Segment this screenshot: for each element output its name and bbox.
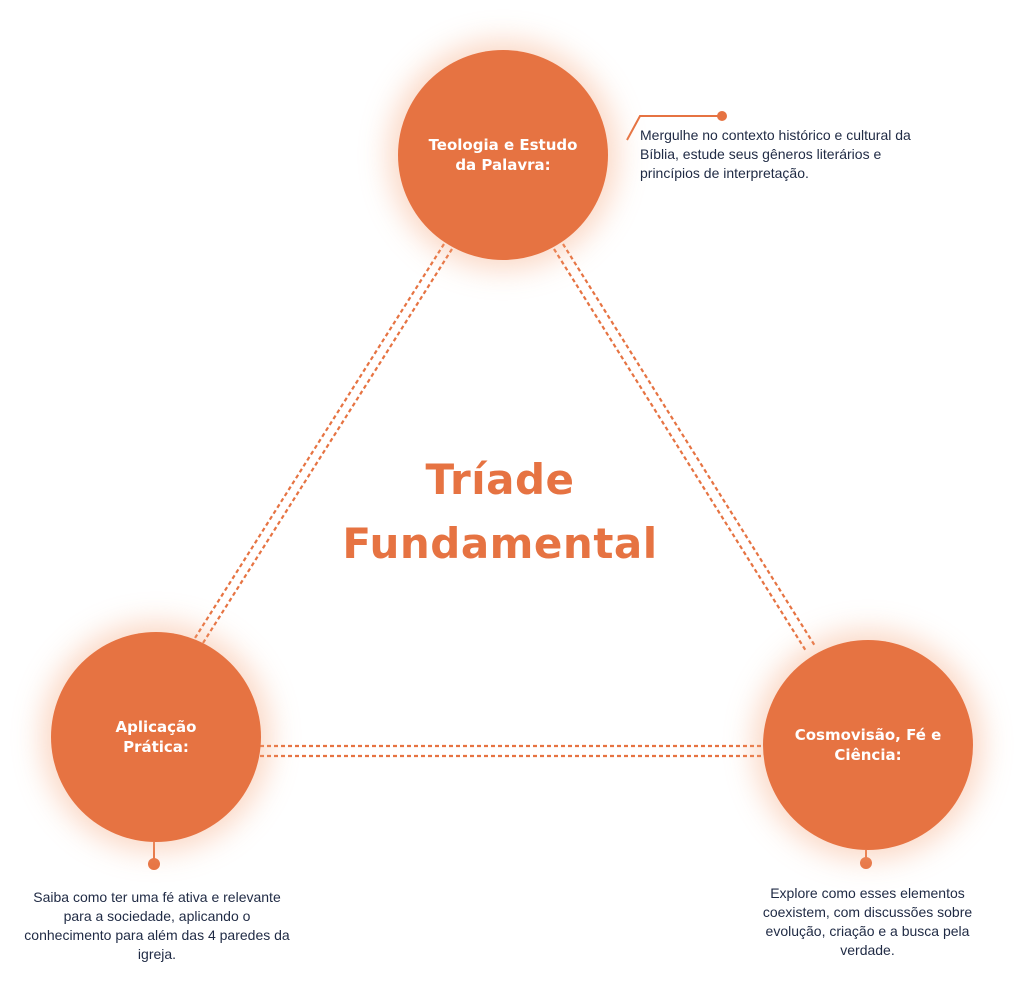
edge-top-right-a: [553, 248, 807, 652]
edge-top-right-b: [562, 243, 816, 647]
description-aplicacao: Saiba como ter uma fé ativa e relevante …: [24, 889, 290, 962]
node-aplicacao-title: Aplicação Prática:: [115, 718, 197, 756]
callout-dot-top: [717, 111, 727, 121]
node-cosmovisao-title: Cosmovisão, Fé e Ciência:: [794, 726, 942, 764]
center-title: Tríade Fundamental: [300, 448, 700, 576]
callout-dot-right: [860, 857, 872, 869]
description-teologia: Mergulhe no contexto histórico e cultura…: [640, 127, 911, 181]
center-title-line1: Tríade: [425, 455, 575, 504]
callout-line-top: [626, 115, 722, 141]
node-aplicacao: Aplicação Prática:: [51, 632, 261, 842]
edge-top-left-b: [202, 248, 453, 644]
description-cosmovisao: Explore como esses elementos coexistem, …: [762, 885, 973, 958]
edge-top-left-a: [194, 243, 445, 639]
callout-dot-left: [148, 858, 160, 870]
center-title-line2: Fundamental: [342, 519, 658, 568]
node-teologia: Teologia e Estudo da Palavra:: [398, 50, 608, 260]
node-teologia-title: Teologia e Estudo da Palavra:: [428, 136, 578, 174]
node-cosmovisao: Cosmovisão, Fé e Ciência:: [763, 640, 973, 850]
